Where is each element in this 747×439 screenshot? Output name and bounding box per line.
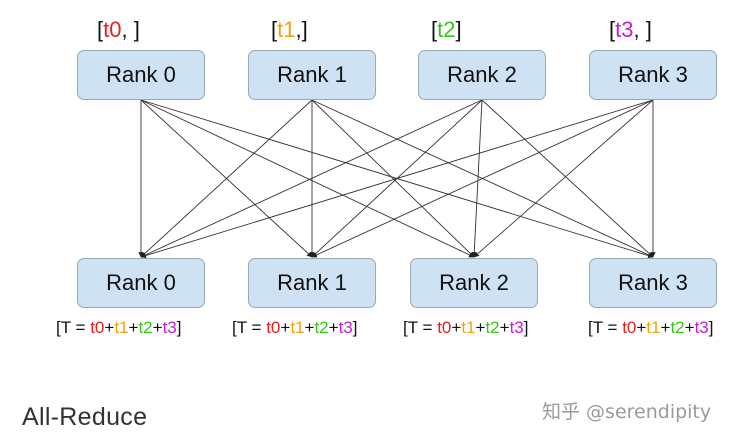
top-tag-2: [t2] (431, 17, 462, 42)
top-tag-3: [t3, ] (609, 17, 652, 42)
top-tag-1: [t1,] (271, 17, 308, 42)
top-rank-2: Rank 2 (418, 50, 546, 100)
rank-label: Rank 0 (106, 270, 176, 295)
result-expression-2: [T = t0+t1+t2+t3] (403, 318, 529, 337)
top-rank-3: Rank 3 (589, 50, 717, 100)
rank-label: Rank 2 (447, 62, 517, 87)
edge-rank3-to-rank0 (140, 99, 654, 259)
bottom-rank-1: Rank 1 (248, 258, 376, 308)
result-expression-1: [T = t0+t1+t2+t3] (232, 318, 358, 337)
watermark: 知乎 @serendipity (542, 401, 712, 423)
top-tag-0: [t0, ] (97, 17, 140, 42)
bottom-rank-3: Rank 3 (589, 258, 717, 308)
top-rank-0: Rank 0 (77, 50, 205, 100)
rank-label: Rank 1 (277, 270, 347, 295)
caption: All-Reduce (22, 403, 148, 431)
edge-rank2-to-rank0 (140, 99, 483, 258)
result-expression-0: [T = t0+t1+t2+t3] (56, 318, 182, 337)
bottom-rank-0: Rank 0 (77, 258, 205, 308)
rank-label: Rank 2 (439, 270, 509, 295)
rank-label: Rank 3 (618, 62, 688, 87)
rank-label: Rank 3 (618, 270, 688, 295)
edge-rank1-to-rank0 (140, 99, 313, 258)
edge-rank3-to-rank1 (311, 99, 654, 258)
edge-rank2-to-rank2 (471, 99, 483, 258)
edge-rank1-to-rank2 (311, 99, 475, 258)
edge-rank3-to-rank2 (473, 99, 654, 258)
bottom-rank-2: Rank 2 (410, 258, 538, 308)
top-rank-1: Rank 1 (248, 50, 376, 100)
edge-rank0-to-rank2 (140, 99, 475, 258)
rank-label: Rank 1 (277, 62, 347, 87)
result-expression-3: [T = t0+t1+t2+t3] (588, 318, 714, 337)
edge-rank2-to-rank3 (481, 99, 654, 258)
rank-label: Rank 0 (106, 62, 176, 87)
